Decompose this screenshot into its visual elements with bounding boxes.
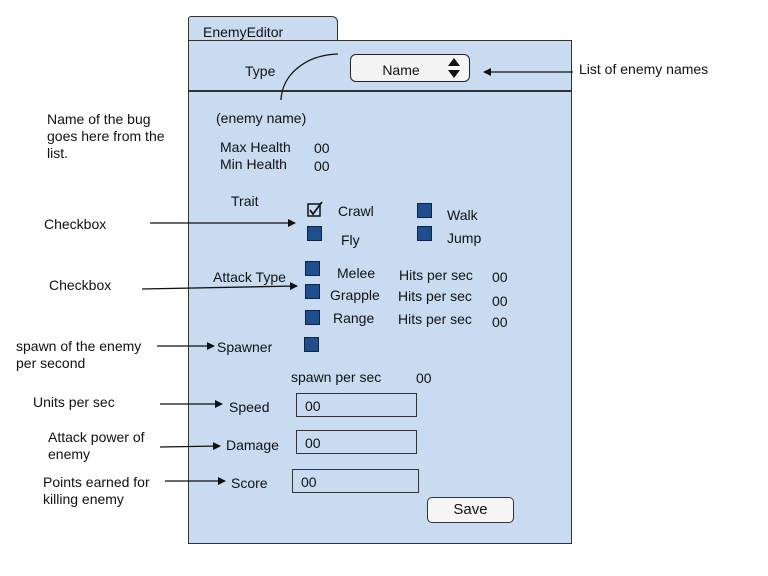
melee-checkbox[interactable] — [305, 261, 320, 276]
annotation-checkbox-attack: Checkbox — [49, 277, 112, 293]
min-health-value: 00 — [314, 158, 330, 174]
annotation-spawn-note: spawn of the enemy per second — [16, 338, 142, 371]
annotation-speed-note: Units per sec — [33, 394, 115, 410]
annotation-name-note: Name of the bug goes here from the list. — [47, 111, 165, 161]
annotation-list-names: List of enemy names — [579, 61, 709, 77]
score-label: Score — [231, 475, 268, 491]
spawner-checkbox[interactable] — [304, 337, 319, 352]
grapple-rate-label: Hits per sec — [398, 288, 472, 304]
jump-label: Jump — [447, 230, 482, 246]
save-button[interactable]: Save — [427, 497, 514, 523]
spawn-rate-label: spawn per sec — [291, 369, 382, 385]
walk-label: Walk — [447, 207, 478, 223]
score-input[interactable]: 00 — [292, 469, 419, 493]
spawn-rate-value: 00 — [416, 370, 432, 386]
score-value: 00 — [301, 474, 317, 490]
range-rate-label: Hits per sec — [398, 311, 472, 327]
trait-label: Trait — [231, 193, 259, 209]
spawner-label: Spawner — [217, 339, 273, 355]
grapple-rate-value: 00 — [492, 293, 508, 309]
crawl-checkbox[interactable] — [307, 201, 323, 217]
melee-rate-value: 00 — [492, 269, 508, 285]
range-label: Range — [333, 310, 375, 326]
max-health-value: 00 — [314, 140, 330, 156]
enemy-details-panel — [188, 90, 572, 544]
melee-rate-label: Hits per sec — [399, 267, 473, 283]
dropdown-value: Name — [382, 62, 420, 78]
crawl-label: Crawl — [338, 203, 374, 219]
speed-label: Speed — [229, 399, 270, 415]
speed-value: 00 — [305, 398, 321, 414]
speed-input[interactable]: 00 — [296, 393, 417, 417]
max-health-label: Max Health — [220, 139, 291, 155]
enemy-name-text: (enemy name) — [216, 110, 307, 126]
damage-label: Damage — [226, 437, 279, 453]
damage-input[interactable]: 00 — [296, 430, 417, 454]
type-label: Type — [245, 63, 276, 79]
range-rate-value: 00 — [492, 314, 508, 330]
melee-label: Melee — [337, 265, 376, 281]
tab-title: EnemyEditor — [203, 24, 284, 40]
jump-checkbox[interactable] — [417, 226, 432, 241]
grapple-label: Grapple — [330, 287, 380, 303]
walk-checkbox[interactable] — [417, 203, 432, 218]
min-health-label: Min Health — [220, 156, 287, 172]
grapple-checkbox[interactable] — [305, 284, 320, 299]
editor-tab[interactable]: EnemyEditor — [188, 16, 338, 42]
fly-label: Fly — [341, 232, 360, 248]
attack-type-label: Attack Type — [213, 269, 286, 285]
fly-checkbox[interactable] — [307, 226, 322, 241]
annotation-score-note: Points earned for killing enemy — [43, 474, 150, 507]
updown-arrows-icon — [448, 58, 460, 78]
annotation-damage-note: Attack power of enemy — [48, 429, 145, 462]
annotation-checkbox-trait: Checkbox — [44, 216, 107, 232]
enemy-name-dropdown[interactable]: Name — [350, 54, 470, 82]
range-checkbox[interactable] — [305, 310, 320, 325]
damage-value: 00 — [305, 435, 321, 451]
